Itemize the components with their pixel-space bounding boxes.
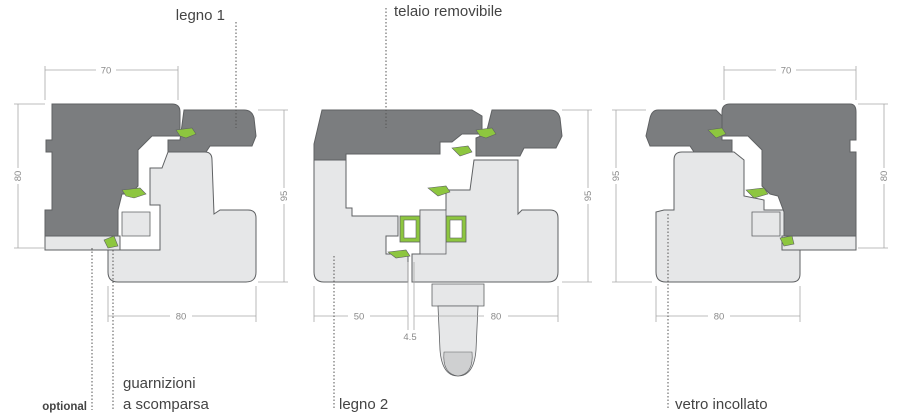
middle-dim-right-bg <box>582 188 594 204</box>
right-glazing-bead <box>751 211 781 237</box>
left-profile <box>44 103 257 283</box>
left-dim-top: 70 <box>101 66 112 77</box>
right-gasket-top <box>707 127 727 139</box>
middle-profile <box>313 109 563 377</box>
right-dim-bottom-bg <box>708 310 730 322</box>
left-sash-dark <box>44 103 181 237</box>
middle-gasket-mid <box>427 185 451 197</box>
left-glazing-bead <box>121 211 151 237</box>
middle-gasket-upper <box>451 145 473 157</box>
label-guarnizioni-line1: guarnizioni <box>123 375 196 392</box>
left-gasket-top <box>175 127 197 139</box>
middle-gasket-top <box>475 127 497 139</box>
middle-dim-bottom-left: 50 <box>354 312 365 323</box>
label-telaio-removibile: telaio removibile <box>394 3 502 20</box>
right-profile <box>645 103 857 283</box>
left-gasket-bottom <box>103 235 119 249</box>
leader-lines <box>91 8 669 410</box>
middle-handle-base <box>431 283 485 307</box>
middle-handle-knob <box>443 351 473 377</box>
label-legno-1: legno 1 <box>176 7 225 24</box>
middle-glass-centre <box>419 209 447 255</box>
right-frame-light <box>655 151 801 283</box>
middle-gasket-bottom <box>387 249 411 259</box>
right-sash-dark <box>721 103 857 237</box>
middle-dim-right-height: 95 <box>583 191 594 202</box>
middle-glass-inner-right <box>449 219 463 239</box>
left-legno1-cap <box>167 109 257 153</box>
middle-telaio-dark <box>313 109 483 161</box>
right-dim-left-bg <box>610 168 622 184</box>
middle-legno2 <box>313 159 409 283</box>
right-dim-top-bg <box>776 64 796 76</box>
label-vetro-incollato: vetro incollato <box>675 396 768 413</box>
right-dim-right-bg <box>878 168 890 184</box>
left-dim-bottom: 80 <box>176 312 187 323</box>
left-gasket-mid <box>121 187 147 199</box>
right-gasket-bottom <box>779 235 795 247</box>
left-dim-right-height: 95 <box>279 191 290 202</box>
left-dim-top-bg <box>96 64 116 76</box>
middle-right-cap <box>475 109 563 157</box>
left-dim-right-bg <box>278 188 290 204</box>
middle-dim-bottom-left-bg <box>348 310 370 322</box>
right-dim-right-height: 80 <box>879 171 890 182</box>
middle-dim-bottom-right-bg <box>484 310 508 322</box>
middle-dim-bottom-right: 80 <box>491 312 502 323</box>
right-dim-left-height: 95 <box>611 171 622 182</box>
right-legno-cap <box>645 109 733 153</box>
label-legno-2: legno 2 <box>339 396 388 413</box>
right-gasket-mid <box>745 187 769 199</box>
left-dim-bottom-bg <box>170 310 192 322</box>
label-optional: optional <box>42 401 87 413</box>
middle-glass-inner-left <box>403 219 417 239</box>
left-dim-height-bg <box>12 168 24 184</box>
label-guarnizioni-line2: a scomparsa <box>123 396 210 413</box>
left-dim-height: 80 <box>13 171 24 182</box>
right-dim-top: 70 <box>781 66 792 77</box>
right-dim-bottom: 80 <box>714 312 725 323</box>
middle-dim-gap: 4.5 <box>403 332 416 343</box>
middle-dimensions <box>313 109 592 330</box>
